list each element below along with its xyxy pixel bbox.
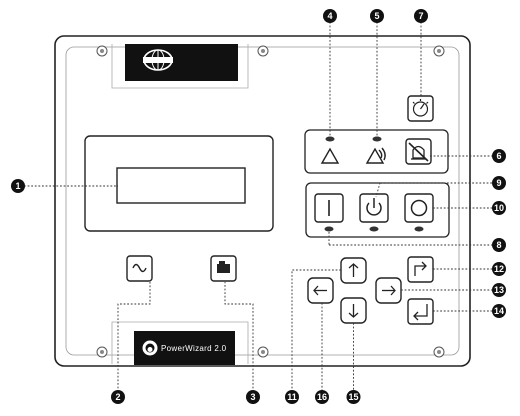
powerwizard-logo-icon: [142, 340, 158, 356]
callout-13: 13: [492, 283, 506, 297]
callout-15: 15: [346, 390, 361, 404]
auto-led: [369, 226, 379, 232]
callout-label: 15: [348, 392, 358, 402]
warning-led: [325, 136, 335, 142]
callout-10: 10: [492, 201, 506, 215]
callout-12: 12: [492, 262, 506, 276]
callout-8: 8: [492, 238, 506, 252]
callout-label: 6: [496, 151, 501, 161]
brand-logo-text: PowerWizard 2.0: [161, 344, 227, 353]
top-logo-plate: [125, 44, 238, 81]
callout-3: 3: [246, 390, 260, 404]
callout-label: 9: [496, 178, 501, 188]
callout-label: 13: [494, 285, 504, 295]
shutdown-led: [372, 136, 382, 142]
callout-4: 4: [323, 9, 337, 23]
stop-button[interactable]: [404, 193, 434, 223]
callout-label: 12: [494, 264, 504, 274]
top-recess: [111, 44, 249, 89]
arrow-up-icon: [348, 263, 359, 277]
enter-arrow-icon: [413, 304, 428, 321]
callout-label: 8: [496, 240, 501, 250]
lcd-screen: [116, 167, 246, 204]
lamp-test-icon: [412, 99, 429, 117]
shutdown-alarm-icon: [365, 147, 386, 164]
leader-2: [117, 282, 151, 392]
power-icon: [366, 198, 382, 216]
stop-led: [414, 226, 424, 232]
callout-label: 2: [115, 392, 120, 402]
escape-arrow-icon: [414, 261, 427, 276]
mounting-screws: [96, 45, 445, 358]
engine-icon: [217, 261, 230, 273]
enter-button[interactable]: [407, 298, 434, 325]
callout-2: 2: [111, 390, 125, 404]
callout-11: 11: [285, 390, 299, 404]
callout-label: 11: [287, 392, 297, 402]
leader-9: [375, 182, 492, 198]
bottom-recess: [111, 321, 249, 364]
callout-5: 5: [370, 9, 384, 23]
horn-silence-icon: [408, 142, 429, 162]
callout-9: 9: [492, 176, 506, 190]
leader-3: [224, 282, 254, 392]
callout-7: 7: [414, 9, 428, 23]
callout-label: 10: [494, 203, 504, 213]
arrow-right-icon: [382, 285, 396, 296]
callout-label: 4: [327, 11, 332, 21]
callout-label: 7: [418, 11, 423, 21]
run-led: [324, 226, 334, 232]
leader-11: [291, 269, 341, 392]
callout-label: 3: [250, 392, 255, 402]
callout-label: 16: [317, 392, 327, 402]
callout-label: 5: [374, 11, 379, 21]
callout-6: 6: [492, 149, 506, 163]
sine-wave-icon: [132, 263, 147, 273]
callout-markers: 1 2 3 4 5 6 7 8 9 10 11 12 13 14 15 16: [11, 9, 506, 404]
brand-emblem-icon: [143, 49, 173, 71]
warning-triangle-icon: [320, 147, 340, 164]
callout-1: 1: [11, 179, 25, 193]
stop-icon: [410, 199, 428, 217]
arrow-left-icon: [313, 285, 327, 296]
callout-16: 16: [315, 390, 329, 404]
leader-lines: [24, 22, 492, 392]
callout-14: 14: [492, 304, 506, 318]
callout-label: 14: [494, 306, 504, 316]
callout-label: 1: [15, 181, 20, 191]
arrow-down-icon: [348, 304, 359, 318]
escape-button[interactable]: [407, 256, 434, 283]
